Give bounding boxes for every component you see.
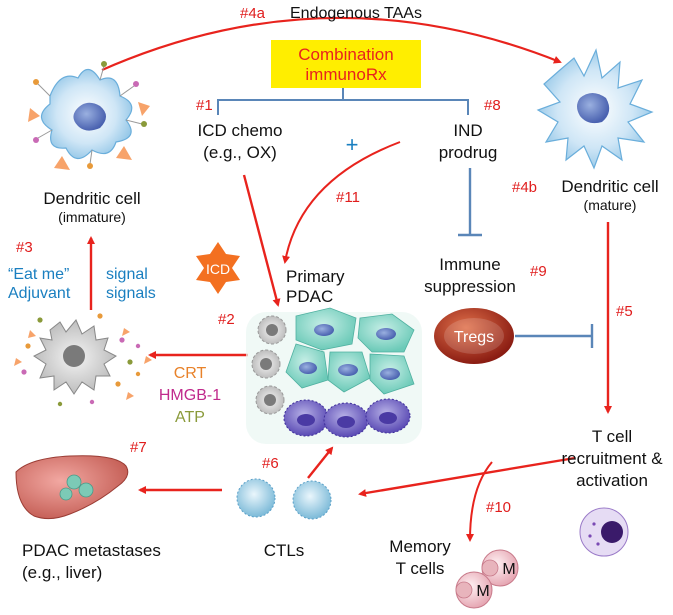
step-9: #9: [530, 263, 547, 280]
arrow-ind-to-tumor: [282, 141, 401, 264]
tcell-label-3: activation: [576, 471, 648, 490]
step-8: #8: [484, 97, 501, 114]
hmgb1-label: HMGB-1: [159, 387, 221, 404]
arrow-antigen-transfer: [101, 16, 562, 72]
memory-m-label-2: M: [476, 583, 489, 600]
icd-label: ICD: [206, 261, 230, 277]
step-5: #5: [616, 303, 633, 320]
arrow-ctls-to-tumor: [307, 446, 334, 479]
immune-suppression-label-2: suppression: [424, 277, 516, 296]
memory-tcells-icon: [455, 549, 519, 609]
arrow-tcell-to-memory: [466, 461, 493, 542]
dying-tumor-cell-icon: [14, 313, 152, 407]
dc-mature-label-1: Dendritic cell: [561, 177, 658, 196]
dc-immature-label-2: (immature): [58, 209, 126, 225]
ctls-label: CTLs: [264, 541, 305, 560]
step-10: #10: [486, 499, 511, 516]
signal-label: signal: [106, 266, 148, 283]
endogenous-taas-label: Endogenous TAAs: [290, 5, 422, 22]
step-11: #11: [336, 189, 360, 206]
step-4b: #4b: [512, 179, 537, 196]
memory-label-1: Memory: [389, 537, 451, 556]
step-3: #3: [16, 239, 33, 256]
crt-label: CRT: [174, 365, 207, 382]
primary-pdac-label-2: PDAC: [286, 287, 333, 306]
plus-sign: +: [346, 132, 359, 157]
ctl-cells-icon: [236, 478, 332, 520]
ind-label-1: IND: [453, 121, 482, 140]
tregs-cell-icon: [434, 308, 514, 364]
metastases-label-2: (e.g., liver): [22, 563, 102, 582]
eat-me-label: “Eat me”: [8, 266, 69, 283]
liver-icon: [15, 455, 129, 520]
atp-label: ATP: [175, 409, 205, 426]
step-2: #2: [218, 311, 235, 328]
arrow-tcell-to-ctls: [358, 456, 576, 497]
combination-label-2: immunoRx: [305, 65, 387, 84]
step-4a: #4a: [240, 5, 266, 22]
tcell-label-1: T cell: [592, 427, 632, 446]
immune-suppression-label-1: Immune: [439, 255, 500, 274]
dc-mature-label-2: (mature): [584, 197, 637, 213]
step-1: #1: [196, 97, 213, 114]
mature-dendritic-cell-icon: [536, 48, 654, 170]
step-7: #7: [130, 439, 147, 456]
inhibit-tregs-to-tcell: [515, 324, 594, 348]
memory-label-2: T cells: [396, 559, 445, 578]
primary-pdac-label-1: Primary: [286, 267, 345, 286]
dc-immature-label-1: Dendritic cell: [43, 189, 140, 208]
ind-label-2: prodrug: [439, 143, 498, 162]
tcell-label-2: recruitment &: [561, 449, 663, 468]
primary-tumor-mass: [246, 307, 422, 444]
tregs-label: Tregs: [454, 329, 494, 346]
combination-box: [271, 40, 421, 88]
immature-dendritic-cell-icon: [28, 61, 150, 170]
arrow-icd-chemo-to-tumor: [242, 174, 281, 307]
activated-tcell-icon: [579, 507, 629, 557]
memory-m-label-1: M: [502, 561, 515, 578]
combination-label-1: Combination: [298, 45, 393, 64]
signals-label: signals: [106, 285, 156, 302]
inhibit-ind-to-suppression: [458, 168, 482, 237]
adjuvant-label: Adjuvant: [8, 285, 71, 302]
step-6: #6: [262, 455, 279, 472]
icd-chemo-label-2: (e.g., OX): [203, 143, 277, 162]
metastases-label-1: PDAC metastases: [22, 541, 161, 560]
icd-chemo-label-1: ICD chemo: [197, 121, 282, 140]
combination-bracket: [217, 88, 469, 115]
icd-star-icon: [196, 242, 240, 294]
